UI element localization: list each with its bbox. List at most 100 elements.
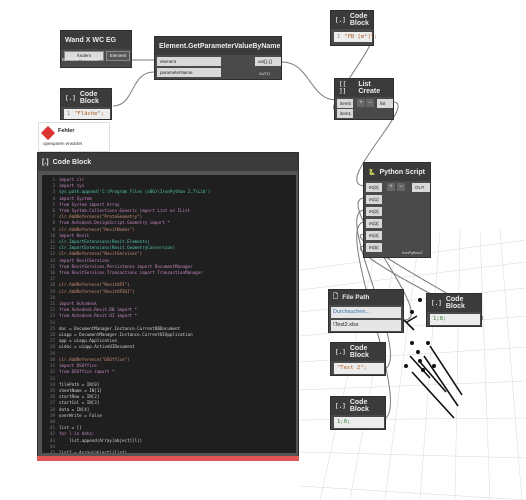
code-text: "Fläche"; [74,111,105,117]
code-input[interactable]: "Test 2"; [334,363,384,374]
code-text: import Autodesk [59,301,97,307]
code-block-test-node[interactable]: [.] Code Block "Test 2"; [330,342,386,376]
code-text: import sys [59,183,85,189]
code-block-icon: [.] [431,299,442,307]
code-block-icon: [.] [335,348,346,356]
line-number: 34 [49,381,55,387]
line-number: 13 [49,251,55,257]
code-text: list = [] [59,425,82,431]
code-input[interactable]: 1;0; [334,417,384,428]
remove-input-button[interactable]: − [397,183,405,191]
list-create-icon: [[ ]] [339,81,347,95]
node-title: Code Block [349,399,369,413]
browse-button[interactable]: Durchsuchen... [331,307,401,318]
node-header: [[ ]] List Create [335,79,393,97]
code-text: clr.AddReference("ProtoGeometry") [59,214,143,220]
code-input[interactable]: 1"Fläche"; [64,109,110,119]
error-bar [37,456,299,461]
code-text: "FB [m²]"; [344,34,378,40]
code-block-zero-node[interactable]: [.] Code Block 1;0; [426,293,482,327]
element-button[interactable]: Element [106,51,130,61]
input-port-in2[interactable]: IN[2] [366,207,382,216]
file-path-value: \Test2.xlsx [331,320,401,331]
code-text: data = IN[4] [59,406,90,412]
line-number: 14 [49,257,55,263]
code-input[interactable]: 1"FB [m²]"; [334,32,377,42]
line-number: 18 [49,282,55,288]
code-line: 30 clr.AddReference("DSOffice") [45,357,293,363]
line-number: 31 [49,363,55,369]
node-title: Code Block [52,158,92,166]
code-text: clr.AddReference("DSOffice") [59,356,130,362]
code-block-flaeche-node[interactable]: [.] Code Block 1"Fläche"; [60,88,112,120]
code-text: for l in data: [59,431,95,437]
input-port-element[interactable]: element [157,57,221,66]
line-number: 4 [52,195,55,201]
node-header: Wand X WC EG [61,31,131,49]
output-port-list[interactable]: list [377,99,393,108]
code-line: 29 [45,351,293,357]
input-port-item1[interactable]: item1 [337,109,353,118]
code-input[interactable]: 1;0; [430,314,480,325]
input-port-in1[interactable]: IN[1] [366,195,382,204]
code-text: from System.Collections.Generic import L… [59,208,191,214]
code-block-fb-node[interactable]: [.] Code Block 1"FB [m²]"; [330,10,377,46]
remove-input-button[interactable]: − [366,99,374,107]
input-port-parameter-name[interactable]: parameterName [157,68,221,77]
code-text: list.append(Array[object](l)) [59,437,143,443]
file-path-node[interactable]: 🗋 File Path Durchsuchen... \Test2.xlsx [328,289,404,333]
code-line: 24 [45,320,293,326]
code-text: from Autodesk.DesignScript.Geometry impo… [59,220,170,226]
list-create-node[interactable]: [[ ]] List Create item0 item1 + − list [334,78,394,120]
code-text: uiapp = DocumentManager.Instance.Current… [59,332,193,338]
code-block-zero2-node[interactable]: [.] Code Block 1;0; [330,396,386,430]
node-header: [.] Code Block [331,343,385,361]
code-line: 40 [45,419,293,425]
node-header: [.] Code Block [331,11,373,29]
code-line: 43 list.append(Array[object](l)) [45,438,293,444]
node-title: File Path [342,294,370,301]
input-port-in3[interactable]: IN[3] [366,219,382,228]
input-port-in0[interactable]: IN[0] [366,183,382,192]
line-number: 42 [49,431,55,437]
line-number: 12 [49,245,55,251]
change-button[interactable]: Ändern [64,51,104,61]
node-title: Python Script [379,168,425,176]
output-port-out[interactable]: OUT [412,183,430,192]
line-number: 17 [49,276,55,282]
node-header: Element.GetParameterValueByName [155,37,281,55]
line-number: 5 [52,201,55,207]
line-number: 29 [49,350,55,356]
output-port[interactable]: var[]..[] [255,57,281,66]
add-input-button[interactable]: + [387,183,395,191]
node-title: List Create [358,81,381,95]
input-port-in4[interactable]: IN[4] [366,231,382,240]
select-element-node[interactable]: Wand X WC EG Ändern Element [60,30,132,68]
input-port-item0[interactable]: item0 [337,99,353,108]
python-script-node[interactable]: 🐍 Python Script IN[0] IN[1] IN[2] IN[3] … [363,162,431,258]
input-port-in5[interactable]: IN[5] [366,243,382,252]
add-input-button[interactable]: + [357,99,365,107]
code-line: 33 [45,376,293,382]
get-parameter-node[interactable]: Element.GetParameterValueByName element … [154,36,282,80]
code-text: app = uiapp.Application [59,338,117,344]
line-number: 33 [49,375,55,381]
line-number: 30 [49,356,55,362]
code-text: from RevitServices.Transactions import T… [59,270,203,276]
code-block-icon: [.] [65,94,76,102]
